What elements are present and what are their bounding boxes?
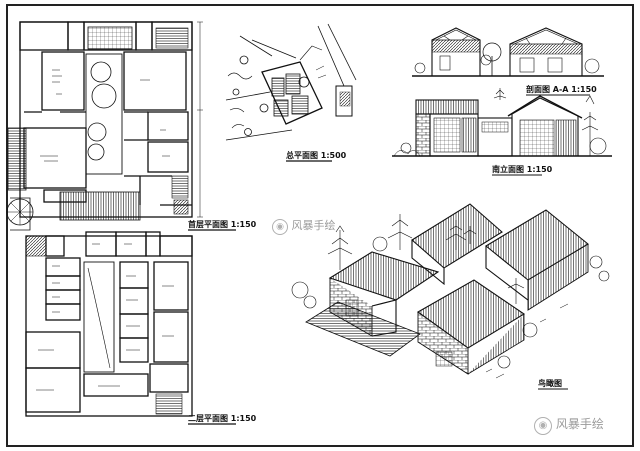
axonometric-view	[291, 203, 610, 379]
site-plan	[225, 23, 357, 141]
weibo-icon: ◉	[272, 219, 288, 235]
second-floor-plan	[25, 231, 193, 417]
center-watermark: ◉ 风暴手绘	[272, 217, 336, 235]
center-watermark-text: 风暴手绘	[291, 219, 336, 232]
corner-watermark: ◉ 风暴手绘	[534, 415, 604, 435]
ground-floor-plan-caption: 首层平面图 1:150	[188, 219, 257, 229]
section-caption: 剖面图 A-A 1:150	[526, 84, 597, 94]
second-floor-plan-caption: 二层平面图 1:150	[188, 414, 257, 423]
south-elevation	[392, 88, 612, 157]
south-elevation-caption: 南立面图 1:150	[492, 164, 553, 174]
section-aa	[412, 27, 604, 77]
wechat-icon: ◉	[534, 417, 552, 435]
axonometric-caption: 鸟瞰图	[538, 378, 562, 388]
ground-floor-plan	[6, 21, 203, 231]
site-plan-caption: 总平面图 1:500	[286, 150, 347, 160]
corner-watermark-text: 风暴手绘	[555, 417, 604, 431]
